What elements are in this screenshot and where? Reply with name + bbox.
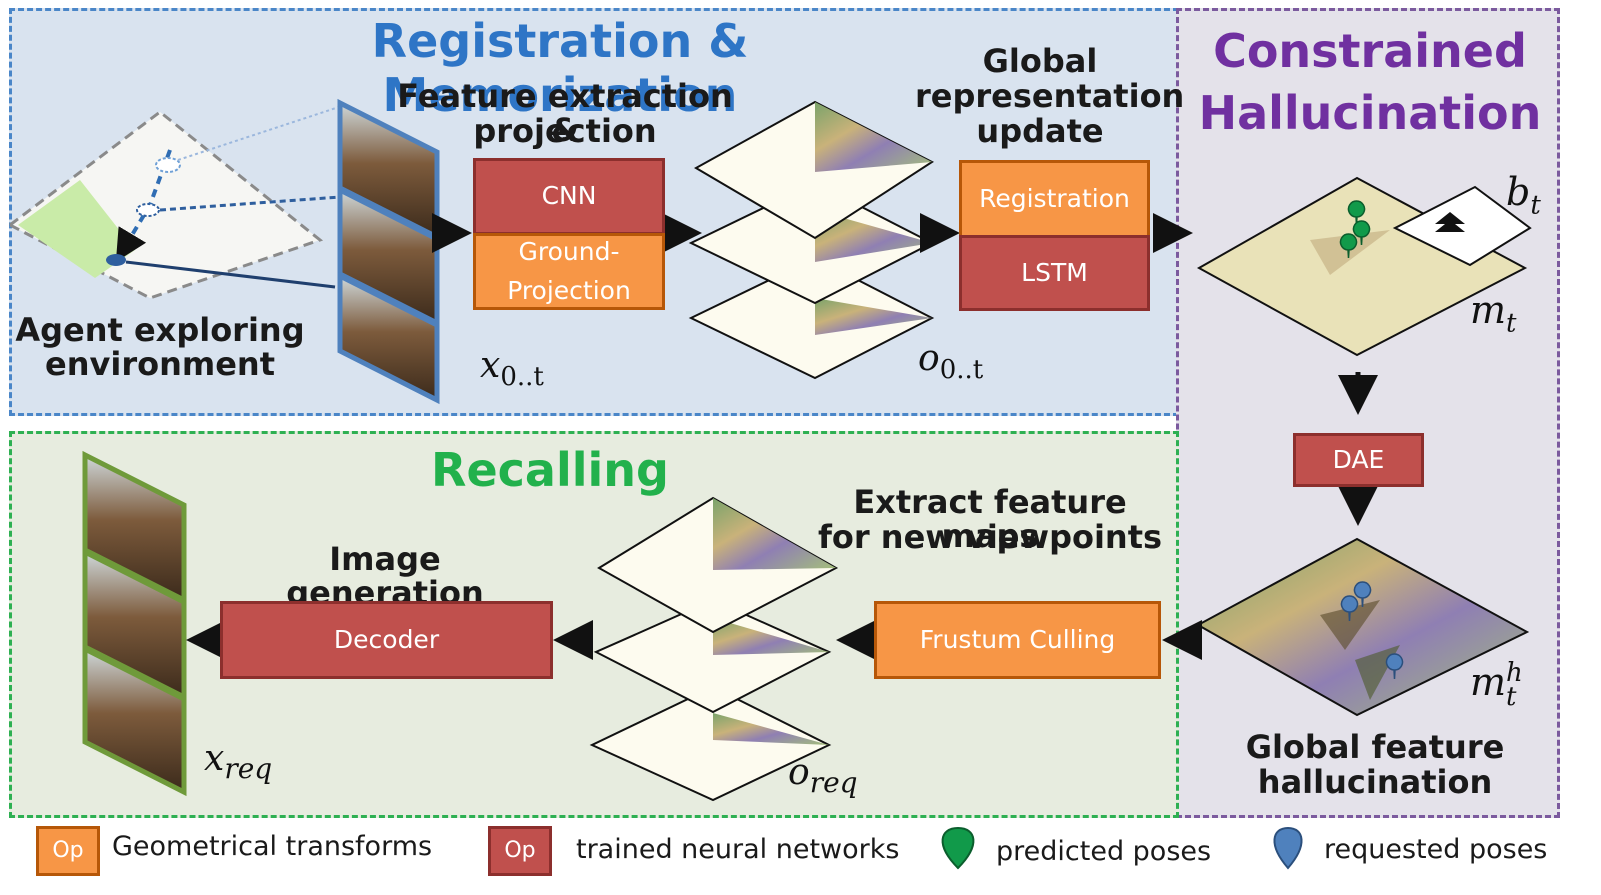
x-req-symbol: xreq [204, 738, 272, 785]
frustum-culling-label: Frustum Culling [919, 624, 1116, 654]
global-map [1196, 176, 1532, 357]
global-update-label-line2: representation [915, 77, 1185, 115]
legend-predicted-label: predicted poses [996, 836, 1212, 867]
frustum-culling-box: Frustum Culling [874, 601, 1161, 679]
o-0t-sub: 0..t [939, 355, 984, 386]
ground-projection-box: Ground- Projection [473, 233, 665, 310]
flow-arrows [186, 213, 1378, 660]
m-t-h-base: m [1470, 660, 1507, 704]
legend-geometrical-op: Op [52, 837, 84, 863]
feature-extraction-label-line1: Feature extraction & [397, 77, 733, 149]
global-feature-label-line1: Global feature [1245, 728, 1505, 766]
registration-title: Registration & Memorization [371, 14, 749, 122]
legend-requested-label: requested poses [1324, 834, 1548, 865]
feature-map-stack [688, 100, 935, 380]
registration-label: Registration [979, 183, 1130, 213]
registration-box: Registration [959, 160, 1150, 238]
b-t-base: b [1506, 170, 1531, 214]
legend-trained-op: Op [504, 837, 536, 863]
x-0t-sub: 0..t [500, 362, 544, 393]
global-feature-label-line2: hallucination [1257, 763, 1493, 801]
legend-geometrical-swatch: Op [36, 826, 100, 876]
x-0t-symbol: x0..t [480, 345, 544, 392]
dae-label: DAE [1332, 444, 1385, 474]
global-update-label-line3: update [976, 112, 1104, 150]
hallucination-title-line2: Hallucination [1198, 86, 1542, 140]
agent-label-line1: Agent exploring [15, 311, 305, 349]
lstm-box: LSTM [959, 235, 1150, 311]
cnn-box: CNN [473, 158, 665, 235]
legend-trained-label: trained neural networks [576, 834, 900, 865]
b-t-symbol: bt [1506, 170, 1541, 221]
o-req-base: o [788, 752, 810, 793]
extract-maps-label-line1: Extract feature maps [853, 483, 1127, 555]
cnn-label: CNN [541, 181, 597, 211]
x-0t-base: x [480, 345, 501, 386]
legend-geometrical-label: Geometrical transforms [112, 831, 433, 862]
o-0t-base: o [918, 338, 940, 379]
output-image-stack [82, 450, 187, 797]
input-image-stack [337, 98, 440, 405]
m-t-sub: t [1506, 308, 1517, 339]
requested-feature-stack [589, 496, 839, 802]
feature-extraction-label-line2: projection [473, 112, 657, 150]
extract-maps-label-line2: for new viewpoints [817, 518, 1163, 556]
m-t-h-sub: t [1506, 681, 1517, 712]
legend-predicted-pin-icon [941, 826, 975, 870]
decoder-label: Decoder [333, 624, 440, 654]
dae-box: DAE [1293, 433, 1424, 487]
recalling-title: Recalling [431, 443, 669, 497]
ground-projection-label-line1: Ground- [518, 236, 620, 266]
x-req-sub: req [224, 752, 273, 786]
hallucination-title-line1: Constrained [1213, 24, 1527, 78]
m-t-base: m [1470, 288, 1507, 332]
o-req-sub: req [809, 766, 858, 800]
lstm-label: LSTM [1021, 257, 1088, 287]
global-update-label-line1: Global [982, 42, 1098, 80]
b-t-sub: t [1530, 190, 1541, 221]
o-req-symbol: oreq [788, 752, 858, 799]
o-0t-symbol: o0..t [918, 338, 983, 385]
hallucinated-map [1195, 537, 1530, 717]
m-t-symbol: mt [1470, 288, 1517, 339]
legend-trained-swatch: Op [488, 826, 552, 876]
x-req-base: x [204, 738, 225, 779]
m-t-h-sup: h [1506, 658, 1523, 689]
legend-requested-pin-icon [1273, 826, 1303, 870]
predicted-pose-pin [1339, 200, 1371, 259]
decoder-box: Decoder [220, 601, 553, 679]
agent-label-line2: environment [45, 345, 275, 383]
environment-map [7, 104, 346, 300]
ground-projection-label-line2: Projection [507, 275, 631, 305]
